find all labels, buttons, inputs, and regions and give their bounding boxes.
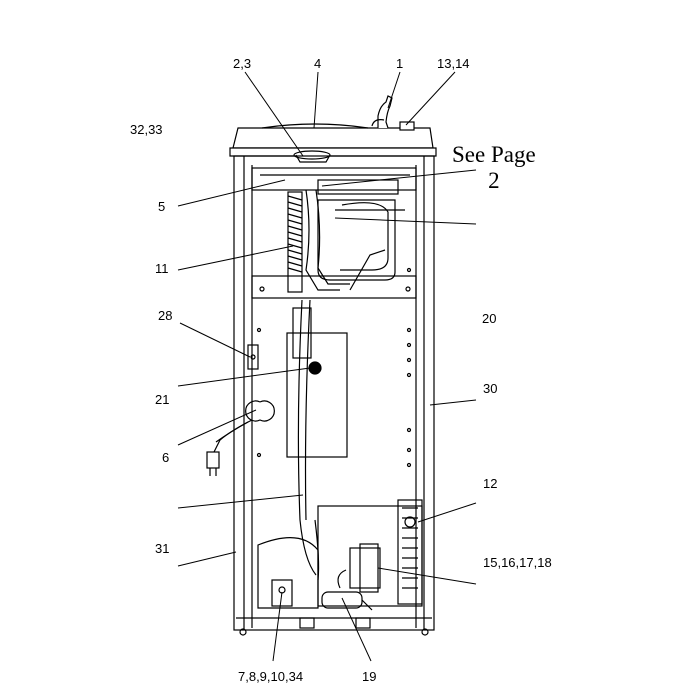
callout-6: 6 — [162, 450, 170, 465]
see-page-note: See Page 2 — [452, 142, 536, 195]
cooling-tank — [317, 179, 405, 281]
upper-bracket — [251, 167, 417, 299]
callout-11: 11 — [155, 261, 169, 276]
control-box — [286, 307, 348, 458]
frame-holes — [256, 267, 412, 468]
water-lines — [297, 189, 386, 581]
callout-2-3: 2,3 — [233, 56, 252, 71]
leader-lines — [177, 71, 477, 662]
callout-30: 30 — [483, 381, 498, 396]
bubbler — [371, 95, 415, 131]
callout-28: 28 — [158, 308, 173, 323]
basin-top — [229, 123, 437, 163]
callout-20: 20 — [482, 311, 497, 326]
callout-12: 12 — [483, 476, 498, 491]
callout-4: 4 — [314, 56, 322, 71]
power-cord — [206, 400, 275, 476]
base-feet — [299, 617, 371, 629]
callout-15-16-17-18: 15,16,17,18 — [483, 555, 552, 570]
filter-drier — [321, 591, 373, 611]
callout-5: 5 — [158, 199, 166, 214]
coil-tube — [287, 191, 303, 293]
see-page-text: See Page — [452, 142, 536, 167]
callout-19: 19 — [362, 669, 377, 684]
condenser — [317, 499, 423, 607]
callout-31: 31 — [155, 541, 170, 556]
callout-7-8-9-10-34: 7,8,9,10,34 — [238, 669, 304, 684]
cabinet-frame — [233, 155, 435, 636]
callout-13-14: 13,14 — [437, 56, 470, 71]
fan-motor — [337, 543, 381, 593]
see-page-number: 2 — [488, 168, 500, 194]
compressor — [257, 536, 319, 609]
callout-32-33: 32,33 — [130, 122, 163, 137]
side-bracket — [247, 344, 259, 370]
callout-21: 21 — [155, 392, 170, 407]
callout-1: 1 — [396, 56, 404, 71]
